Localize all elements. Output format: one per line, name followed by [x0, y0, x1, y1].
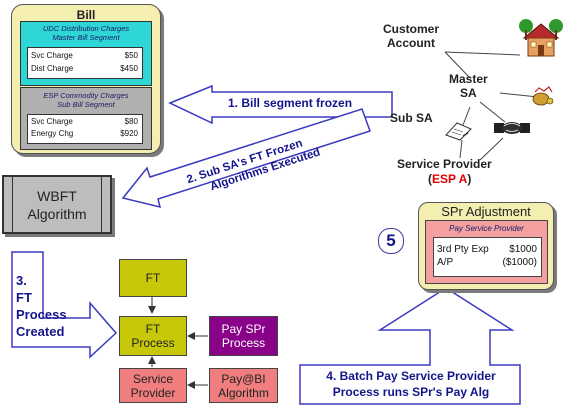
customer-house-line	[444, 51, 521, 56]
arrow-2	[121, 108, 371, 209]
pay-bi-line-2: Algorithm	[218, 385, 269, 400]
ft-label: FT	[145, 271, 161, 285]
service-provider-line-2: Provider	[130, 385, 176, 400]
charge-label: Svc Charge	[31, 117, 73, 126]
wbft-inner-border	[12, 177, 102, 232]
charge-label: Dist Charge	[31, 64, 74, 73]
house-icon	[519, 19, 563, 57]
money-icon	[532, 86, 554, 106]
step-5-badge: 5	[378, 228, 404, 254]
arrow-1	[168, 84, 393, 125]
esp-a-label: (ESP A)	[428, 172, 471, 186]
adjustment-amount: ($1000)	[502, 257, 537, 268]
arrow-3	[11, 251, 118, 359]
charge-amount: $80	[124, 117, 138, 126]
esp-a-text: ESP A	[432, 172, 468, 186]
arrow-4	[299, 287, 521, 405]
master-sa-label: Master SA	[449, 72, 488, 100]
customer-master-line	[444, 51, 471, 79]
service-provider-box: Service Provider	[119, 368, 187, 403]
master-sa-line-2: SA	[460, 86, 477, 100]
charge-label: Energy Chg	[31, 129, 74, 138]
wbft-line-2: Algorithm	[27, 205, 87, 222]
udc-master-bill-segment: UDC Distribution Charges Master Bill Seg…	[20, 21, 152, 86]
master-money-line	[499, 92, 539, 98]
ft-process-box: FT Process	[119, 316, 187, 356]
wbft-label: WBFT Algorithm	[27, 187, 86, 223]
customer-account-label: Customer Account	[383, 22, 439, 50]
spr-adjustment-panel: SPr Adjustment Pay Service Provider 3rd …	[418, 202, 554, 290]
ft-box: FT	[119, 259, 187, 297]
customer-line-1: Customer	[383, 22, 440, 36]
master-sa-line-1: Master	[449, 72, 488, 86]
adjustment-label: 3rd Pty Exp	[437, 244, 489, 255]
handshake-icon	[494, 122, 530, 134]
service-provider-line-1: Service	[132, 371, 173, 386]
charge-amount: $920	[120, 129, 138, 138]
wbft-line-1: WBFT	[37, 187, 77, 204]
udc-segment-header-2: Master Bill Segment	[52, 33, 120, 42]
charge-amount: $50	[124, 51, 138, 60]
adjustment-label: A/P	[437, 257, 454, 268]
pay-service-provider-box: Pay Service Provider 3rd Pty Exp $1000 A…	[425, 220, 548, 284]
subsa-sp-line	[459, 139, 463, 159]
esp-close-paren: )	[467, 172, 472, 186]
customer-line-2: Account	[387, 36, 435, 50]
pay-service-provider-title: Pay Service Provider	[449, 224, 524, 233]
esp-segment-header-1: ESP Commodity Charges	[43, 91, 129, 100]
adjustment-lines-box: 3rd Pty Exp $1000 A/P ($1000)	[433, 237, 542, 277]
spr-adjustment-title: SPr Adjustment	[441, 204, 531, 219]
pay-spr-line-1: Pay SPr	[221, 322, 266, 336]
bill-title: Bill	[76, 8, 96, 22]
esp-sub-bill-segment: ESP Commodity Charges Sub Bill Segment S…	[20, 87, 152, 150]
step-3-line-4: Created	[16, 324, 65, 339]
step-1-label: 1. Bill segment frozen	[228, 96, 353, 110]
udc-charges-box: Svc Charge $50 Dist Charge $450	[27, 47, 143, 79]
service-provider-label: Service Provider	[397, 157, 492, 171]
master-subsa-line	[462, 106, 471, 126]
adjustment-amount: $1000	[509, 244, 537, 255]
step-3-label: 3. FT Process Created	[16, 272, 67, 340]
step-4-label: 4. Batch Pay Service Provider Process ru…	[306, 368, 516, 400]
step-3-line-2: FT	[16, 290, 32, 305]
step-4-line-1: 4. Batch Pay Service Provider	[326, 369, 496, 383]
sub-sa-label: Sub SA	[390, 111, 433, 125]
wbft-algorithm-box: WBFT Algorithm	[2, 175, 112, 234]
ft-process-line-1: FT	[145, 322, 161, 336]
pay-spr-process-box: Pay SPr Process	[209, 316, 278, 356]
pay-bi-line-1: Pay@BI	[221, 371, 266, 386]
charge-label: Svc Charge	[31, 51, 73, 60]
esp-charges-box: Svc Charge $80 Energy Chg $920	[27, 114, 143, 144]
step-3-line-1: 3.	[16, 273, 27, 288]
pay-bi-algorithm-box: Pay@BI Algorithm	[209, 368, 278, 403]
charge-amount: $450	[120, 64, 138, 73]
udc-segment-header-1: UDC Distribution Charges	[42, 24, 130, 33]
esp-open-paren: (	[428, 172, 432, 186]
step-4-line-2: Process runs SPr's Pay Alg	[332, 385, 490, 399]
step-3-line-3: Process	[16, 307, 67, 322]
master-handshake-line	[479, 101, 506, 123]
pay-spr-line-2: Process	[221, 336, 266, 350]
handshake-sp-line	[479, 137, 504, 161]
bill-panel: Bill UDC Distribution Charges Master Bil…	[11, 4, 161, 154]
ft-process-line-2: Process	[131, 336, 175, 350]
esp-segment-header-2: Sub Bill Segment	[57, 100, 115, 109]
document-icon	[445, 122, 472, 141]
